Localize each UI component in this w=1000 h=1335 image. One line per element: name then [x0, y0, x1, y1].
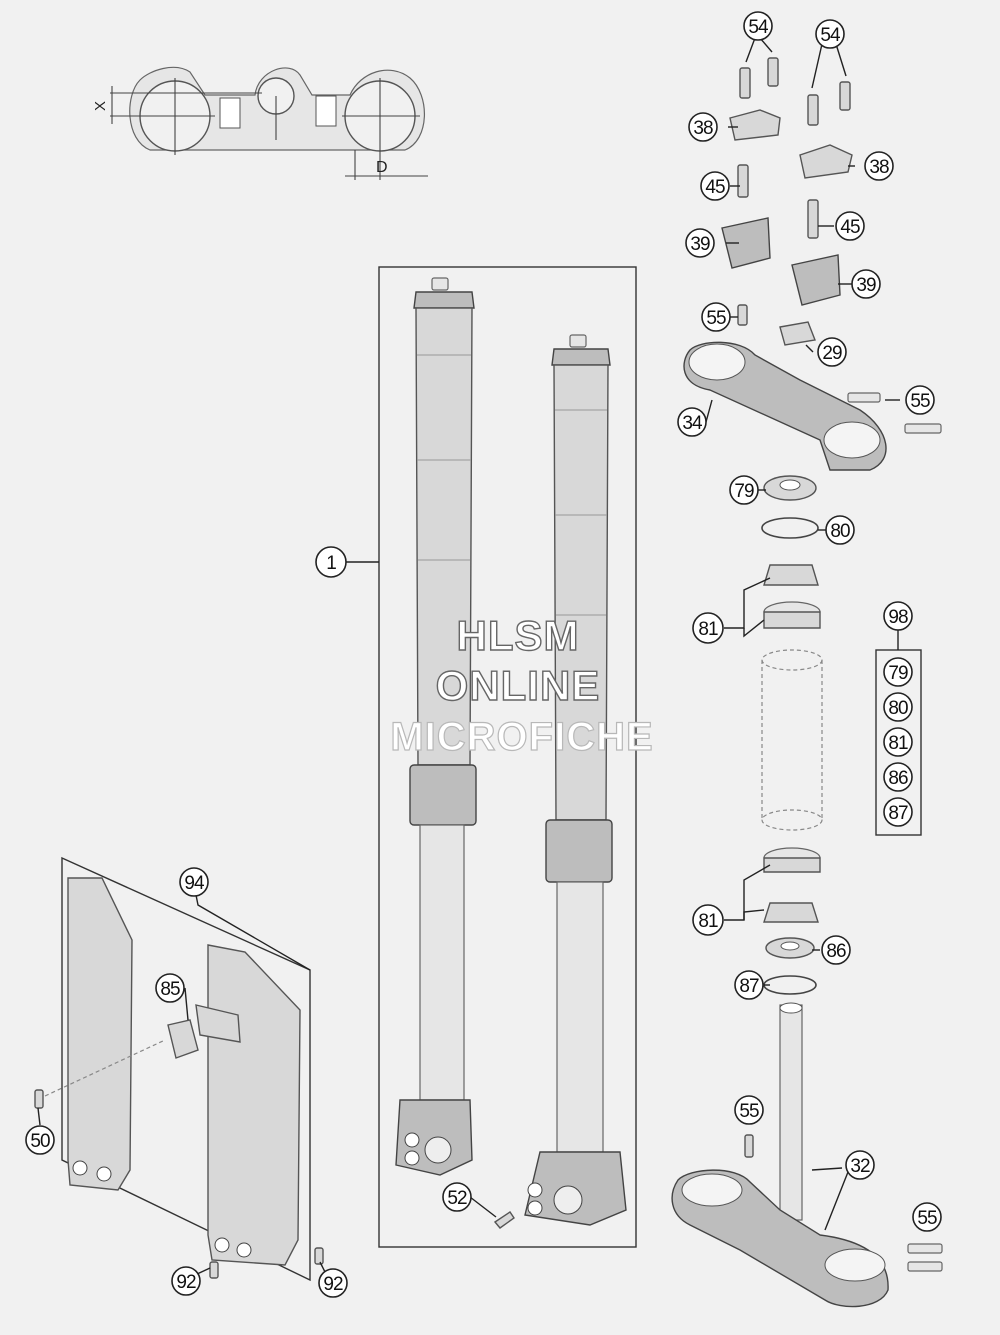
callout-98: 98 [883, 601, 913, 631]
dimension-x-label: X [92, 101, 109, 111]
callout-34: 34 [677, 407, 707, 437]
callout-80: 80 [825, 515, 855, 545]
watermark-line1: HLSM [457, 612, 580, 659]
guard-bracket [34, 1004, 324, 1279]
svg-text:55: 55 [706, 308, 726, 329]
svg-text:38: 38 [869, 157, 889, 178]
callout-1: 1 [315, 546, 347, 578]
handlebar-clamp-hardware [721, 57, 853, 346]
callout-39a: 39 [685, 228, 715, 258]
callout-85: 85 [155, 973, 185, 1003]
callout-81a: 81 [692, 612, 724, 644]
callout-92a: 92 [171, 1266, 201, 1296]
svg-text:39: 39 [690, 234, 710, 255]
callout-81b: 81 [692, 904, 724, 936]
callout-79: 79 [729, 475, 759, 505]
callout-45a: 45 [700, 171, 730, 201]
steering-bearing-stack [761, 475, 821, 629]
watermark-line2: ONLINE [436, 662, 601, 709]
svg-text:52: 52 [447, 1188, 467, 1209]
svg-text:34: 34 [682, 413, 703, 434]
upper-triple-clamp [683, 341, 942, 471]
svg-text:80: 80 [830, 521, 850, 542]
fork-leg-right [493, 334, 627, 1229]
callout-92b: 92 [318, 1268, 348, 1298]
fork-guard-panel [61, 856, 311, 1282]
svg-text:38: 38 [693, 118, 713, 139]
callout-55b: 55 [905, 385, 935, 415]
svg-text:55: 55 [739, 1101, 759, 1122]
svg-text:79: 79 [734, 481, 754, 502]
triple-clamp-dimension-sketch: X D [92, 66, 428, 180]
svg-text:98: 98 [888, 607, 908, 628]
leader-lines [37, 37, 900, 1276]
watermark: HLSM ONLINE MICROFICHE [390, 611, 654, 759]
dimension-d-label: D [376, 159, 388, 176]
fork-guard-right [207, 944, 301, 1266]
lower-bearing-stack [763, 847, 821, 995]
svg-text:45: 45 [705, 177, 725, 198]
svg-text:39: 39 [856, 275, 876, 296]
kit-item: 81 [883, 727, 913, 757]
svg-text:29: 29 [822, 343, 842, 364]
callout-32: 32 [845, 1150, 875, 1180]
svg-text:32: 32 [850, 1156, 870, 1177]
callout-54a: 54 [743, 11, 773, 41]
fork-leg-left [395, 277, 477, 1176]
svg-text:81: 81 [698, 619, 718, 640]
callout-29: 29 [817, 337, 847, 367]
svg-text:79: 79 [888, 663, 908, 684]
callout-87: 87 [734, 970, 764, 1000]
svg-text:81: 81 [698, 911, 718, 932]
watermark-line3: MICROFICHE [390, 715, 653, 759]
svg-text:87: 87 [739, 976, 759, 997]
svg-text:81: 81 [888, 733, 908, 754]
callout-55c: 55 [734, 1095, 764, 1125]
callout-94: 94 [179, 867, 209, 897]
svg-text:86: 86 [826, 941, 846, 962]
svg-text:80: 80 [888, 698, 908, 719]
lower-triple-clamp-with-stem [671, 1002, 943, 1308]
kit-item: 79 [883, 657, 913, 687]
fork-assembly-frame [378, 266, 637, 1248]
kit-item: 80 [883, 692, 913, 722]
svg-text:45: 45 [840, 217, 860, 238]
svg-text:50: 50 [30, 1131, 50, 1152]
svg-text:55: 55 [917, 1208, 937, 1229]
callout-38a: 38 [688, 112, 718, 142]
callout-54b: 54 [815, 19, 845, 49]
svg-text:85: 85 [160, 979, 180, 1000]
svg-text:87: 87 [888, 803, 908, 824]
svg-text:1: 1 [326, 553, 336, 574]
callout-55d: 55 [912, 1202, 942, 1232]
callout-55a: 55 [701, 302, 731, 332]
callout-39b: 39 [851, 269, 881, 299]
callout-45b: 45 [835, 211, 865, 241]
callout-38b: 38 [864, 151, 894, 181]
svg-text:54: 54 [748, 17, 769, 38]
steering-tube-outline [761, 649, 823, 831]
fork-guard-left [67, 877, 133, 1191]
kit-item: 87 [883, 797, 913, 827]
svg-text:94: 94 [184, 873, 205, 894]
callout-86: 86 [821, 935, 851, 965]
callout-52: 52 [442, 1182, 472, 1212]
callout-50: 50 [25, 1125, 55, 1155]
kit-item: 86 [883, 762, 913, 792]
kit-items-list: 79 80 81 86 87 [883, 657, 913, 827]
svg-text:55: 55 [910, 391, 930, 412]
svg-text:92: 92 [323, 1274, 343, 1295]
svg-text:54: 54 [820, 25, 841, 46]
svg-text:92: 92 [176, 1272, 196, 1293]
svg-text:86: 86 [888, 768, 908, 789]
